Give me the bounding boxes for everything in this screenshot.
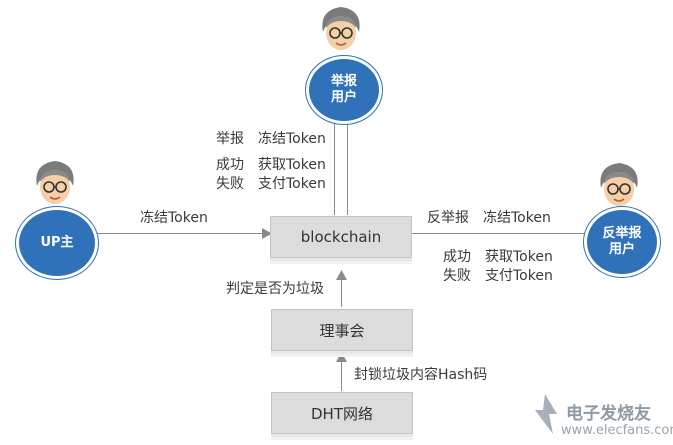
reporter-freeze-label: 举报 冻结Token: [216, 131, 326, 147]
blockchain-label: blockchain: [300, 228, 382, 246]
reporter-line-right: [347, 118, 348, 215]
dht-to-council-line: [341, 357, 342, 391]
counter-badge: 反举报 用户: [584, 207, 660, 277]
uploader-label: UP主: [40, 235, 74, 250]
reporter-line-left: [334, 118, 335, 215]
council-node: 理事会: [271, 309, 413, 351]
blockchain-node: blockchain: [270, 216, 412, 258]
reporter-fail-label: 失败 支付Token: [216, 176, 326, 192]
counter-success-label: 成功 获取Token: [443, 249, 553, 265]
uploader-to-blockchain-line: [95, 233, 270, 234]
judge-label: 判定是否为垃圾: [226, 281, 324, 297]
uploader-badge: UP主: [16, 207, 98, 279]
dht-node: DHT网络: [271, 392, 413, 434]
counter-label-line1: 反举报: [602, 226, 642, 241]
counter-freeze-label: 反举报 冻结Token: [427, 210, 551, 226]
arrow-up-to-council-icon: [336, 352, 347, 362]
arrow-up-to-blockchain-icon: [336, 270, 347, 280]
reporter-label-line2: 用户: [330, 90, 357, 105]
watermark-logo-icon: [535, 394, 557, 434]
reporter-badge: 举报 用户: [306, 56, 382, 124]
counter-label-line2: 用户: [608, 242, 635, 257]
watermark-url: www.elecfans.com: [561, 423, 673, 438]
blockchain-to-counter-line: [410, 233, 590, 234]
reporter-success-label: 成功 获取Token: [216, 157, 326, 173]
block-hash-label: 封锁垃圾内容Hash码: [354, 367, 488, 383]
council-label: 理事会: [319, 321, 365, 340]
reporter-avatar-icon: [322, 7, 360, 50]
council-to-blockchain-line: [341, 275, 342, 307]
counter-avatar-icon: [600, 163, 638, 206]
watermark-brand: 电子发烧友: [566, 404, 651, 424]
arrow-into-blockchain-icon: [262, 228, 272, 239]
dht-label: DHT网络: [311, 404, 373, 423]
reporter-label-line1: 举报: [330, 74, 357, 89]
counter-fail-label: 失败 支付Token: [443, 268, 553, 284]
uploader-freeze-label: 冻结Token: [140, 210, 208, 226]
uploader-avatar-icon: [36, 161, 74, 204]
